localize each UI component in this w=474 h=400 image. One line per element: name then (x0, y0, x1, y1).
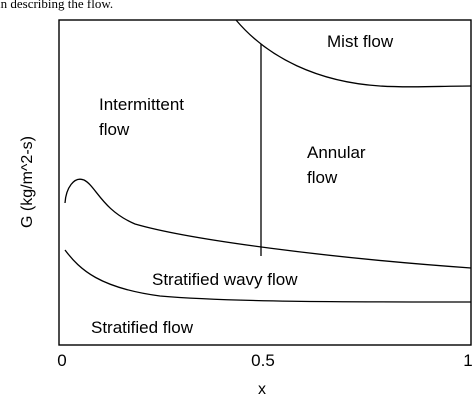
stratified-wavy-flow-label: Stratified wavy flow (152, 270, 298, 289)
annular-flow-label-line1: Annular (307, 143, 366, 162)
plot-frame (58, 19, 472, 346)
intermittent-flow-label-line2: flow (99, 120, 130, 139)
x-tick-label-0: 0 (57, 351, 66, 370)
y-axis-label: G (kg/m^2-s) (19, 136, 36, 228)
x-tick-label-0-5: 0.5 (251, 351, 275, 370)
stratified-wavy-upper-boundary (64, 178, 472, 269)
mist-flow-boundary (235, 19, 472, 88)
x-tick-label-1: 1 (463, 351, 472, 370)
mist-flow-label: Mist flow (327, 32, 394, 51)
intermittent-flow-label-line1: Intermittent (99, 95, 184, 114)
stratified-boundary (64, 249, 472, 303)
caption-fragment: in describing the flow. (0, 0, 113, 11)
x-axis-label: x (258, 381, 266, 398)
annular-flow-label-line2: flow (307, 168, 338, 187)
stratified-flow-label: Stratified flow (91, 318, 194, 337)
